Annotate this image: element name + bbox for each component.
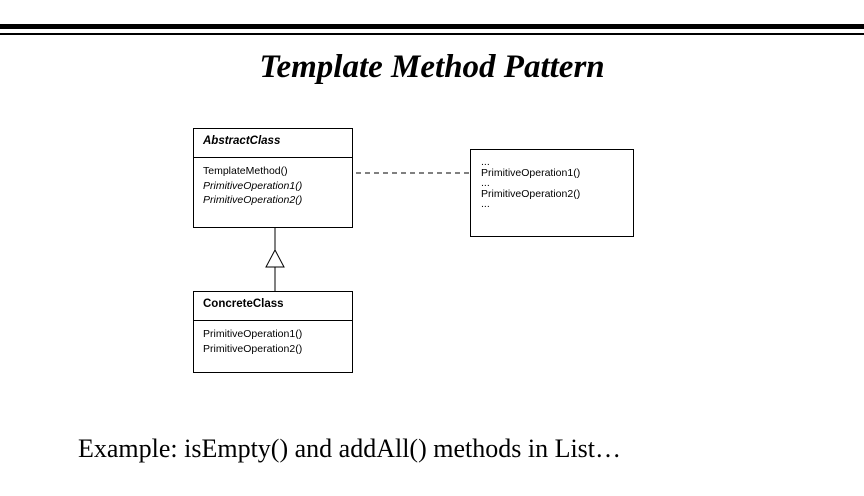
header-rule-thick (0, 24, 864, 29)
concrete-primitive-operation1-op: PrimitiveOperation1() (203, 328, 303, 340)
concrete-class-operations: PrimitiveOperation1() PrimitiveOperation… (194, 321, 352, 356)
header-rule-thin (0, 33, 864, 35)
abstract-class-operations: TemplateMethod() PrimitiveOperation1() P… (194, 158, 352, 208)
note-line-ellipsis: ... (481, 156, 490, 168)
template-method-op: TemplateMethod() (203, 165, 288, 177)
page-title: Template Method Pattern (259, 49, 605, 85)
abstract-class-box: AbstractClass TemplateMethod() Primitive… (193, 128, 353, 228)
note-line-ellipsis: ... (481, 177, 490, 189)
inheritance-triangle (265, 248, 285, 268)
note-body: ... PrimitiveOperation1() ... PrimitiveO… (481, 157, 580, 210)
note-line-ellipsis: ... (481, 198, 490, 210)
concrete-primitive-operation2-op: PrimitiveOperation2() (203, 342, 303, 355)
note-line-primitive-operation2: PrimitiveOperation2() (481, 187, 581, 200)
concrete-class-box: ConcreteClass PrimitiveOperation1() Prim… (193, 291, 353, 373)
template-method-note: ... PrimitiveOperation1() ... PrimitiveO… (470, 149, 634, 237)
abstract-class-name: AbstractClass (194, 129, 352, 158)
primitive-operation1-op: PrimitiveOperation1() (203, 179, 303, 192)
note-line-primitive-operation1: PrimitiveOperation1() (481, 166, 581, 179)
example-text: Example: isEmpty() and addAll() methods … (78, 434, 622, 463)
concrete-class-name: ConcreteClass (194, 292, 352, 321)
primitive-operation2-op: PrimitiveOperation2() (203, 194, 303, 206)
